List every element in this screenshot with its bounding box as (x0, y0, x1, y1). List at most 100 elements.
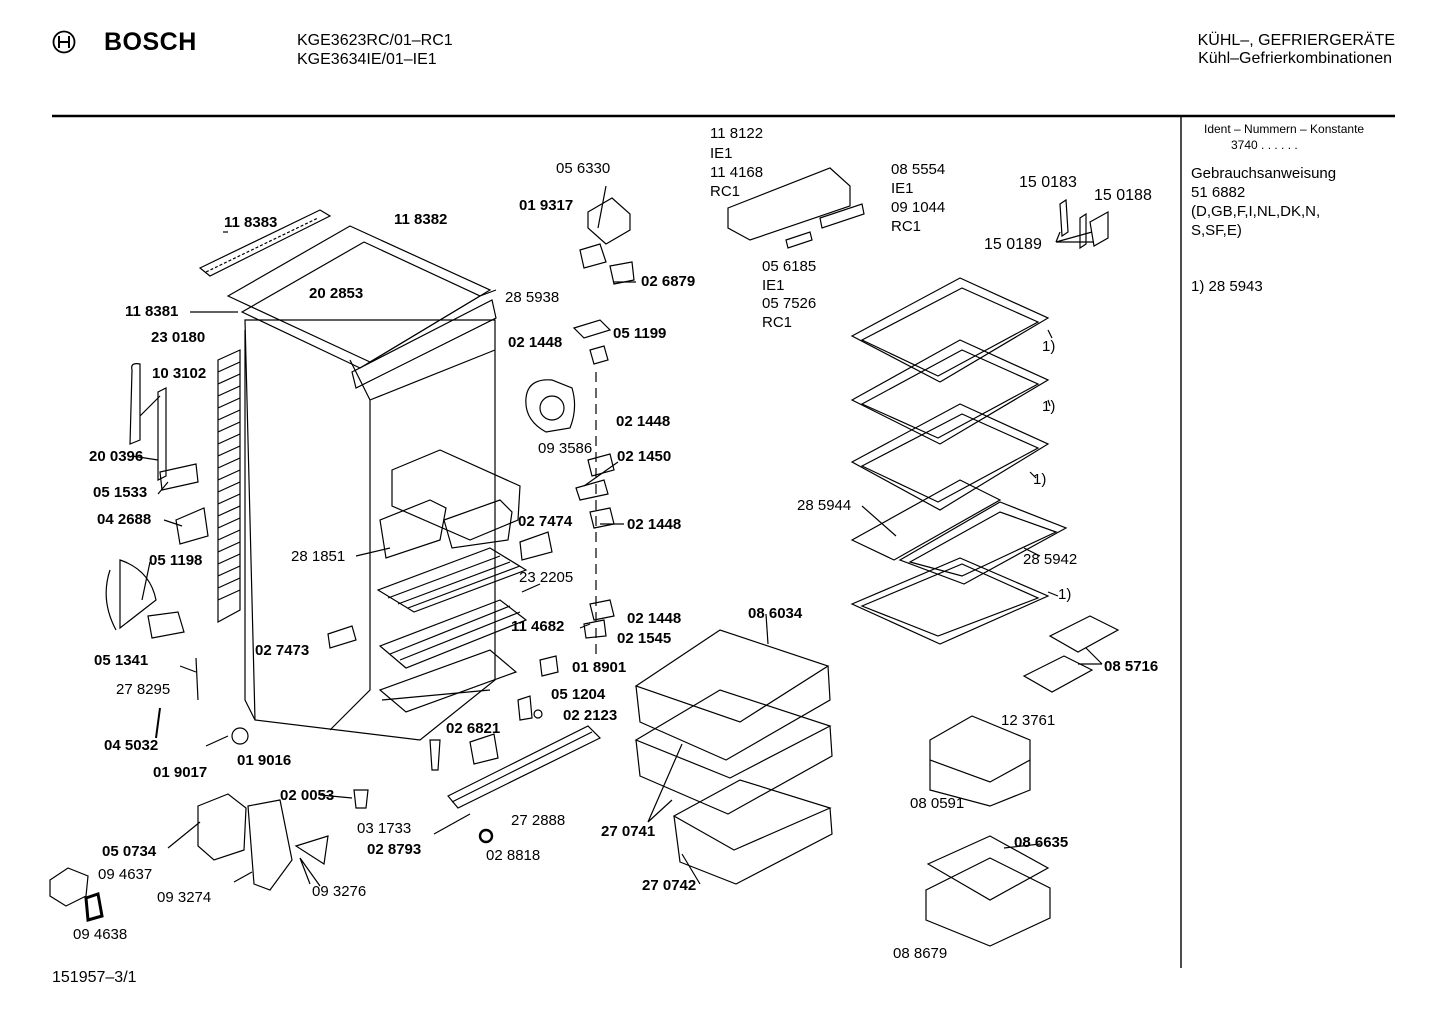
glass-shelves (850, 277, 1068, 645)
part-label: 04 2688 (97, 511, 152, 528)
wire-shelf-2 (378, 599, 528, 669)
part-label: 02 1545 (617, 630, 672, 647)
part-label: 02 6879 (641, 273, 696, 290)
freezer-basket (925, 857, 1051, 947)
part-label: 01 8901 (572, 659, 627, 676)
manual-number: 51 6882 (1191, 184, 1246, 201)
part-label: 11 4682 (511, 618, 565, 635)
part-label: 27 0741 (601, 823, 656, 840)
ice-pack-2 (1022, 655, 1094, 693)
part-label: 02 8818 (486, 847, 541, 864)
part-label: 03 1733 (357, 820, 412, 837)
model-line-1: KGE3623RC/01–RC1 (297, 32, 453, 49)
part-label: 09 3586 (538, 440, 593, 457)
footnote-marker: 1) (1058, 586, 1072, 603)
footnote-marker: 1) (1033, 471, 1047, 488)
part-label: 08 5554 (891, 161, 946, 178)
footnote-1: 1) 28 5943 (1191, 278, 1263, 295)
part-label: 10 3102 (152, 365, 207, 382)
part-label: 02 8793 (367, 841, 422, 858)
part-label: 11 8383 (224, 214, 278, 231)
part-label: RC1 (762, 314, 793, 331)
part-label: 20 0396 (89, 448, 144, 465)
part-label: 08 8679 (893, 945, 948, 962)
part-label: 20 2853 (309, 285, 364, 302)
part-label: 02 1450 (617, 448, 672, 465)
part-label: 05 1198 (149, 552, 203, 569)
footnote-marker: 1) (1042, 398, 1056, 415)
part-label: 02 0053 (280, 787, 335, 804)
part-label: 02 7473 (255, 642, 310, 659)
wire-shelf-3 (378, 649, 518, 713)
part-label: 05 7526 (762, 295, 817, 312)
part-label: 27 8295 (116, 681, 171, 698)
part-label: 02 2123 (563, 707, 618, 724)
part-label: 28 5944 (797, 497, 852, 514)
part-label: 02 7474 (518, 513, 573, 530)
condenser-coil (217, 349, 241, 624)
part-label: 09 4638 (73, 926, 128, 943)
part-label: 28 5942 (1023, 551, 1078, 568)
part-label: IE1 (762, 277, 785, 294)
fan-motor (247, 799, 293, 891)
part-label: 02 6821 (446, 720, 501, 737)
part-label: 09 3274 (157, 889, 212, 906)
part-label: 02 1448 (616, 413, 671, 430)
freezer-basket-lid (926, 835, 1050, 901)
part-label: 28 1851 (291, 548, 346, 565)
part-label: 15 0183 (1019, 174, 1077, 191)
brand-name: BOSCH (104, 28, 197, 56)
part-label: 11 4168 (710, 164, 764, 181)
drawing-number: 151957–3/1 (52, 969, 137, 986)
manual-languages-2: S,SF,E) (1191, 222, 1242, 239)
fan-shroud (197, 793, 247, 861)
part-label: 08 6034 (748, 605, 803, 622)
part-label: 02 1448 (508, 334, 563, 351)
part-label: 28 5938 (505, 289, 560, 306)
manual-languages-1: (D,GB,F,I,NL,DK,N, (1191, 203, 1321, 220)
part-label: 01 9317 (519, 197, 574, 214)
part-label: 02 1448 (627, 516, 682, 533)
part-label: 01 9017 (153, 764, 208, 781)
part-label: 11 8381 (125, 303, 179, 320)
part-label: 23 2205 (519, 569, 574, 586)
part-label: RC1 (891, 218, 922, 235)
drain-tube (129, 363, 141, 445)
part-label: 12 3761 (1001, 712, 1056, 729)
part-label: IE1 (710, 145, 733, 162)
bottom-grille (447, 725, 602, 809)
part-label: 09 4637 (98, 866, 153, 883)
part-label: 01 9016 (237, 752, 292, 769)
top-cover-plates (198, 209, 497, 389)
model-line-2: KGE3634IE/01–IE1 (297, 51, 437, 68)
part-label: 27 2888 (511, 812, 566, 829)
manual-title: Gebrauchsanweisung (1191, 165, 1337, 182)
part-label: 02 1448 (627, 610, 682, 627)
fridge-cabinet (244, 319, 496, 741)
ident-title: Ident – Nummern – Konstante (1204, 122, 1365, 136)
part-label: 05 1204 (551, 686, 606, 703)
part-label: 08 5716 (1104, 658, 1159, 675)
part-label: IE1 (891, 180, 914, 197)
part-label: 04 5032 (104, 737, 159, 754)
part-label: 11 8382 (394, 211, 448, 228)
category-line-1: KÜHL–, GEFRIERGERÄTE (1197, 32, 1395, 49)
part-label: 05 0734 (102, 843, 157, 860)
part-label: 11 8122 (710, 125, 764, 142)
crisper-drawers (634, 629, 833, 885)
wire-shelf-1 (376, 547, 528, 613)
ident-value: 3740 . . . . . . (1231, 138, 1298, 152)
part-label: 15 0189 (984, 236, 1042, 253)
footnote-marker: 1) (1042, 338, 1056, 355)
part-label: 08 0591 (910, 795, 965, 812)
part-label: 09 1044 (891, 199, 946, 216)
part-label: 27 0742 (642, 877, 697, 894)
part-label: 09 3276 (312, 883, 367, 900)
part-label: 15 0188 (1094, 187, 1152, 204)
evaporator-fan (525, 379, 576, 433)
part-label: 08 6635 (1014, 834, 1069, 851)
part-label: 05 1199 (613, 325, 667, 342)
thermostat-knob (587, 197, 631, 245)
ice-pack-1 (1048, 615, 1120, 653)
